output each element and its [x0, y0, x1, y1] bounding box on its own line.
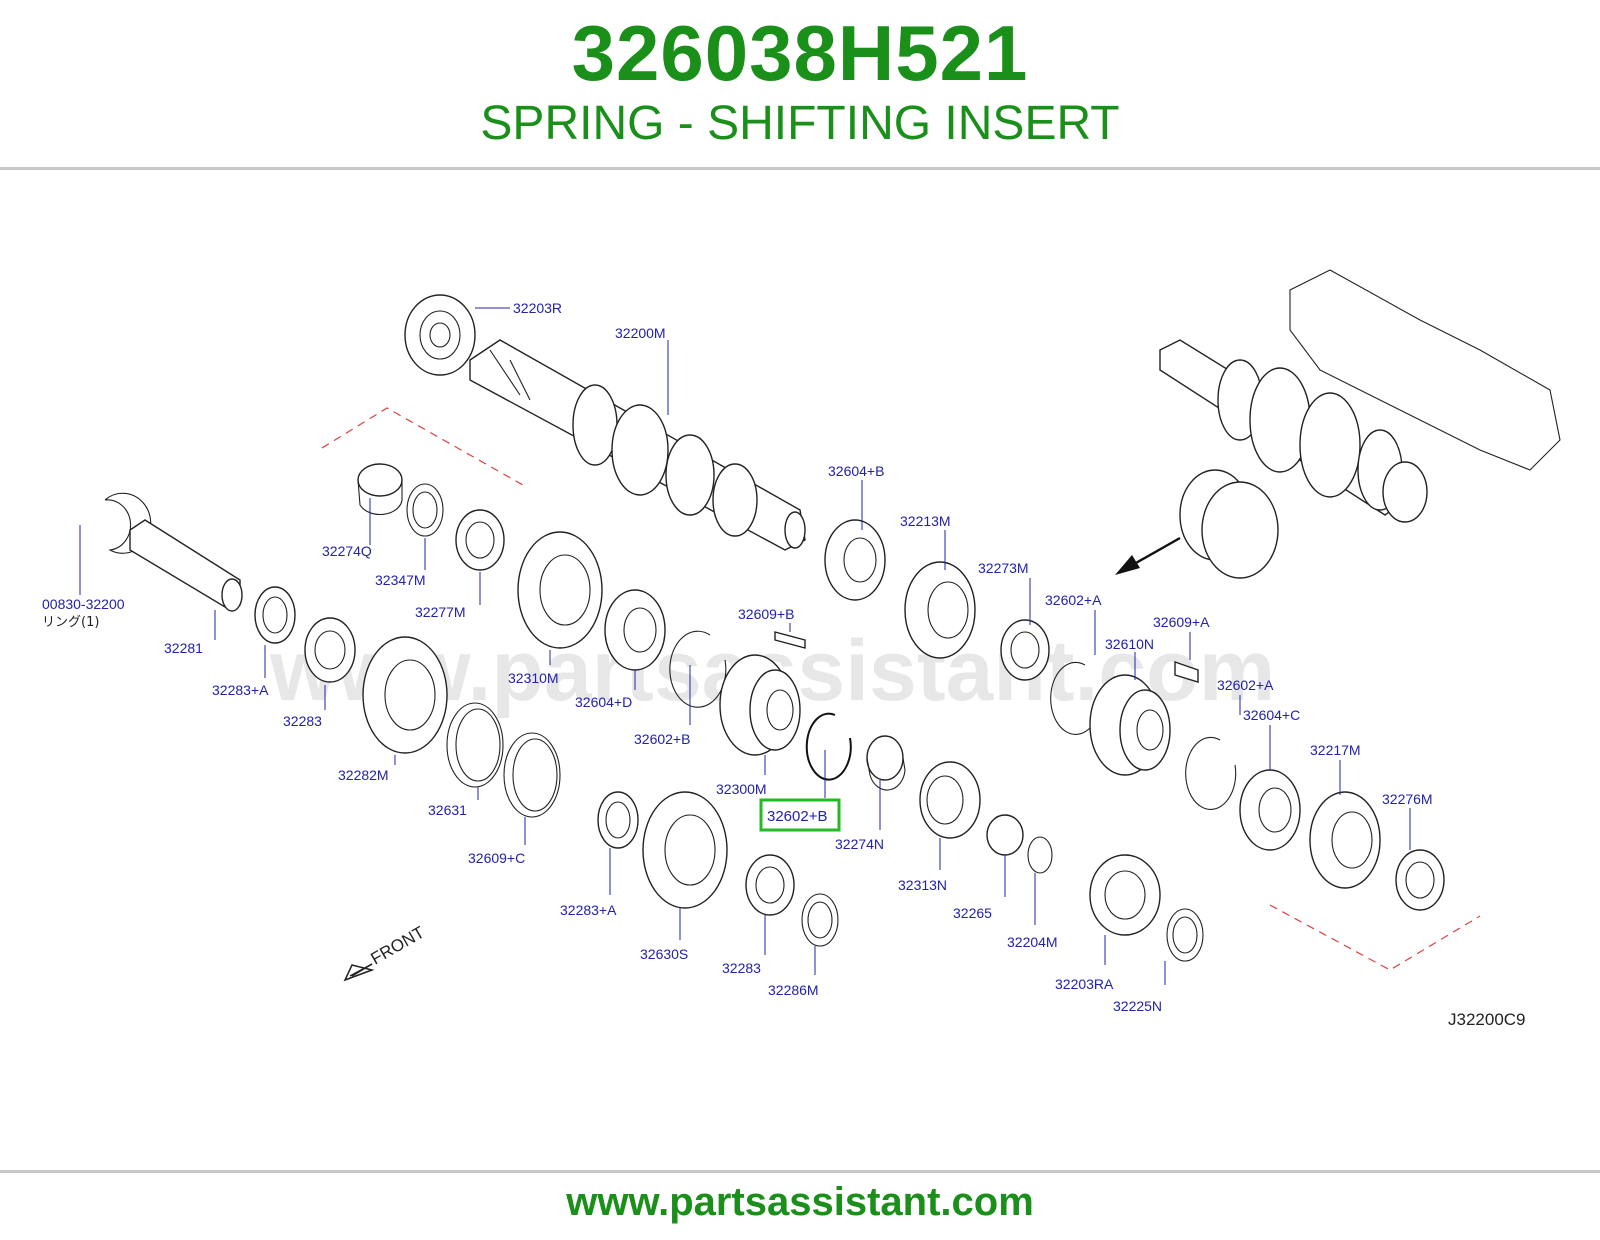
label-00830-32200-jp: リング(1) — [42, 615, 99, 630]
label-32630S[interactable]: 32630S — [640, 946, 688, 962]
hub-32604C[interactable] — [1239, 769, 1301, 851]
label-32609C[interactable]: 32609+C — [468, 850, 525, 866]
label-32273M[interactable]: 32273M — [978, 560, 1029, 576]
label-32203R[interactable]: 32203R — [513, 300, 562, 316]
seal-32283A-left[interactable] — [254, 586, 296, 644]
mainshaft[interactable] — [469, 339, 806, 551]
label-32286M[interactable]: 32286M — [768, 982, 819, 998]
dashed-group-outline-right — [1269, 904, 1481, 971]
hub-32604B[interactable] — [824, 519, 886, 601]
hub-sleeve-32300M[interactable] — [719, 654, 801, 756]
needle-bearing-32276M[interactable] — [1395, 849, 1445, 911]
spring-32602A-lower[interactable] — [1185, 736, 1237, 810]
label-32277M[interactable]: 32277M — [415, 604, 466, 620]
label-32274Q[interactable]: 32274Q — [322, 543, 372, 559]
needle-bearing-32273M[interactable] — [1000, 619, 1050, 681]
label-00830-32200[interactable]: 00830-32200 — [42, 596, 125, 612]
label-32602A-lower[interactable]: 32602+A — [1217, 677, 1274, 693]
shaft-assembly-overview — [1115, 269, 1561, 579]
front-label: FRONT — [368, 923, 428, 969]
label-32213M[interactable]: 32213M — [900, 513, 951, 529]
part-labels: 32203R 32200M 32604+B 32213M 32273M 3260… — [42, 300, 1433, 1014]
parts-diagram: www.partsassistant.com — [42, 269, 1561, 1029]
label-32604B[interactable]: 32604+B — [828, 463, 884, 479]
label-32602A-upper[interactable]: 32602+A — [1045, 592, 1102, 608]
label-32203RA[interactable]: 32203RA — [1055, 976, 1114, 992]
shifting-insert-32609A[interactable] — [1174, 661, 1199, 683]
label-32282M[interactable]: 32282M — [338, 767, 389, 783]
gear-32213M[interactable] — [904, 561, 976, 659]
label-32283-right[interactable]: 32283 — [722, 960, 761, 976]
bushing-32274N[interactable] — [866, 735, 906, 791]
label-32204M[interactable]: 32204M — [1007, 934, 1058, 950]
part-description: SPRING - SHIFTING INSERT — [480, 97, 1120, 150]
label-32609B[interactable]: 32609+B — [738, 606, 794, 622]
label-32200M[interactable]: 32200M — [615, 325, 666, 341]
needle-bearing-32277M[interactable] — [455, 509, 505, 571]
label-32283-left[interactable]: 32283 — [283, 713, 322, 729]
label-32265[interactable]: 32265 — [953, 905, 992, 921]
shaft-32281[interactable] — [129, 519, 243, 612]
label-32283A-left[interactable]: 32283+A — [212, 682, 269, 698]
label-32276M[interactable]: 32276M — [1382, 791, 1433, 807]
washer-32225N[interactable] — [1166, 908, 1204, 962]
label-32602B-left[interactable]: 32602+B — [634, 731, 690, 747]
label-32274N[interactable]: 32274N — [835, 836, 884, 852]
cone-32313N[interactable] — [919, 761, 981, 839]
ring-32204M[interactable] — [1027, 836, 1053, 874]
diagram-code: J32200C9 — [1448, 1010, 1526, 1029]
gear-32282M[interactable] — [362, 636, 448, 754]
bushing-32274Q[interactable] — [357, 463, 403, 515]
selected-part-highlight — [759, 798, 841, 832]
label-32602B-selected[interactable]: 32602+B — [767, 808, 827, 825]
header-divider — [0, 167, 1600, 170]
seal-32283A-right[interactable] — [597, 791, 639, 849]
washer-32347M[interactable] — [406, 483, 444, 537]
label-32217M[interactable]: 32217M — [1310, 742, 1361, 758]
bearing-32203RA[interactable] — [1089, 854, 1161, 936]
label-32604D[interactable]: 32604+D — [575, 694, 632, 710]
part-number: 326038H521 — [571, 9, 1029, 97]
shifting-insert-32609B[interactable] — [774, 631, 806, 649]
label-32609A[interactable]: 32609+A — [1153, 614, 1210, 630]
bushing-32265[interactable] — [986, 814, 1024, 856]
label-32610N[interactable]: 32610N — [1105, 636, 1154, 652]
label-32313N[interactable]: 32313N — [898, 877, 947, 893]
spring-32602B-selected[interactable] — [805, 712, 852, 781]
label-32281[interactable]: 32281 — [164, 640, 203, 656]
front-arrow-icon — [343, 963, 375, 982]
hub-32604D[interactable] — [604, 589, 666, 671]
page-header: 326038H521 SPRING - SHIFTING INSERT — [0, 0, 1600, 168]
ring-32631[interactable] — [446, 702, 504, 788]
gear-32630S[interactable] — [642, 791, 728, 909]
label-32283A-right[interactable]: 32283+A — [560, 902, 617, 918]
footer-url[interactable]: www.partsassistant.com — [566, 1180, 1034, 1224]
leader-lines — [79, 307, 1411, 985]
label-32631[interactable]: 32631 — [428, 802, 467, 818]
ring-32609C[interactable] — [503, 732, 561, 818]
hub-sleeve-32610N[interactable] — [1089, 674, 1171, 776]
footer-divider — [0, 1170, 1600, 1173]
bearing-32203R[interactable] — [404, 294, 476, 376]
label-32604C[interactable]: 32604+C — [1243, 707, 1300, 723]
gear-32217M[interactable] — [1309, 791, 1381, 889]
gear-32310M[interactable] — [517, 531, 603, 649]
label-32300M[interactable]: 32300M — [716, 781, 767, 797]
needle-bearing-32283-left[interactable] — [304, 617, 356, 683]
snap-ring-00830-32200[interactable] — [104, 492, 152, 554]
dashed-group-outline-left — [321, 407, 524, 486]
label-32225N[interactable]: 32225N — [1113, 998, 1162, 1014]
label-32310M[interactable]: 32310M — [508, 670, 559, 686]
washer-32286M[interactable] — [801, 893, 839, 947]
label-32347M[interactable]: 32347M — [375, 572, 426, 588]
needle-bearing-32283-right[interactable] — [745, 854, 795, 916]
